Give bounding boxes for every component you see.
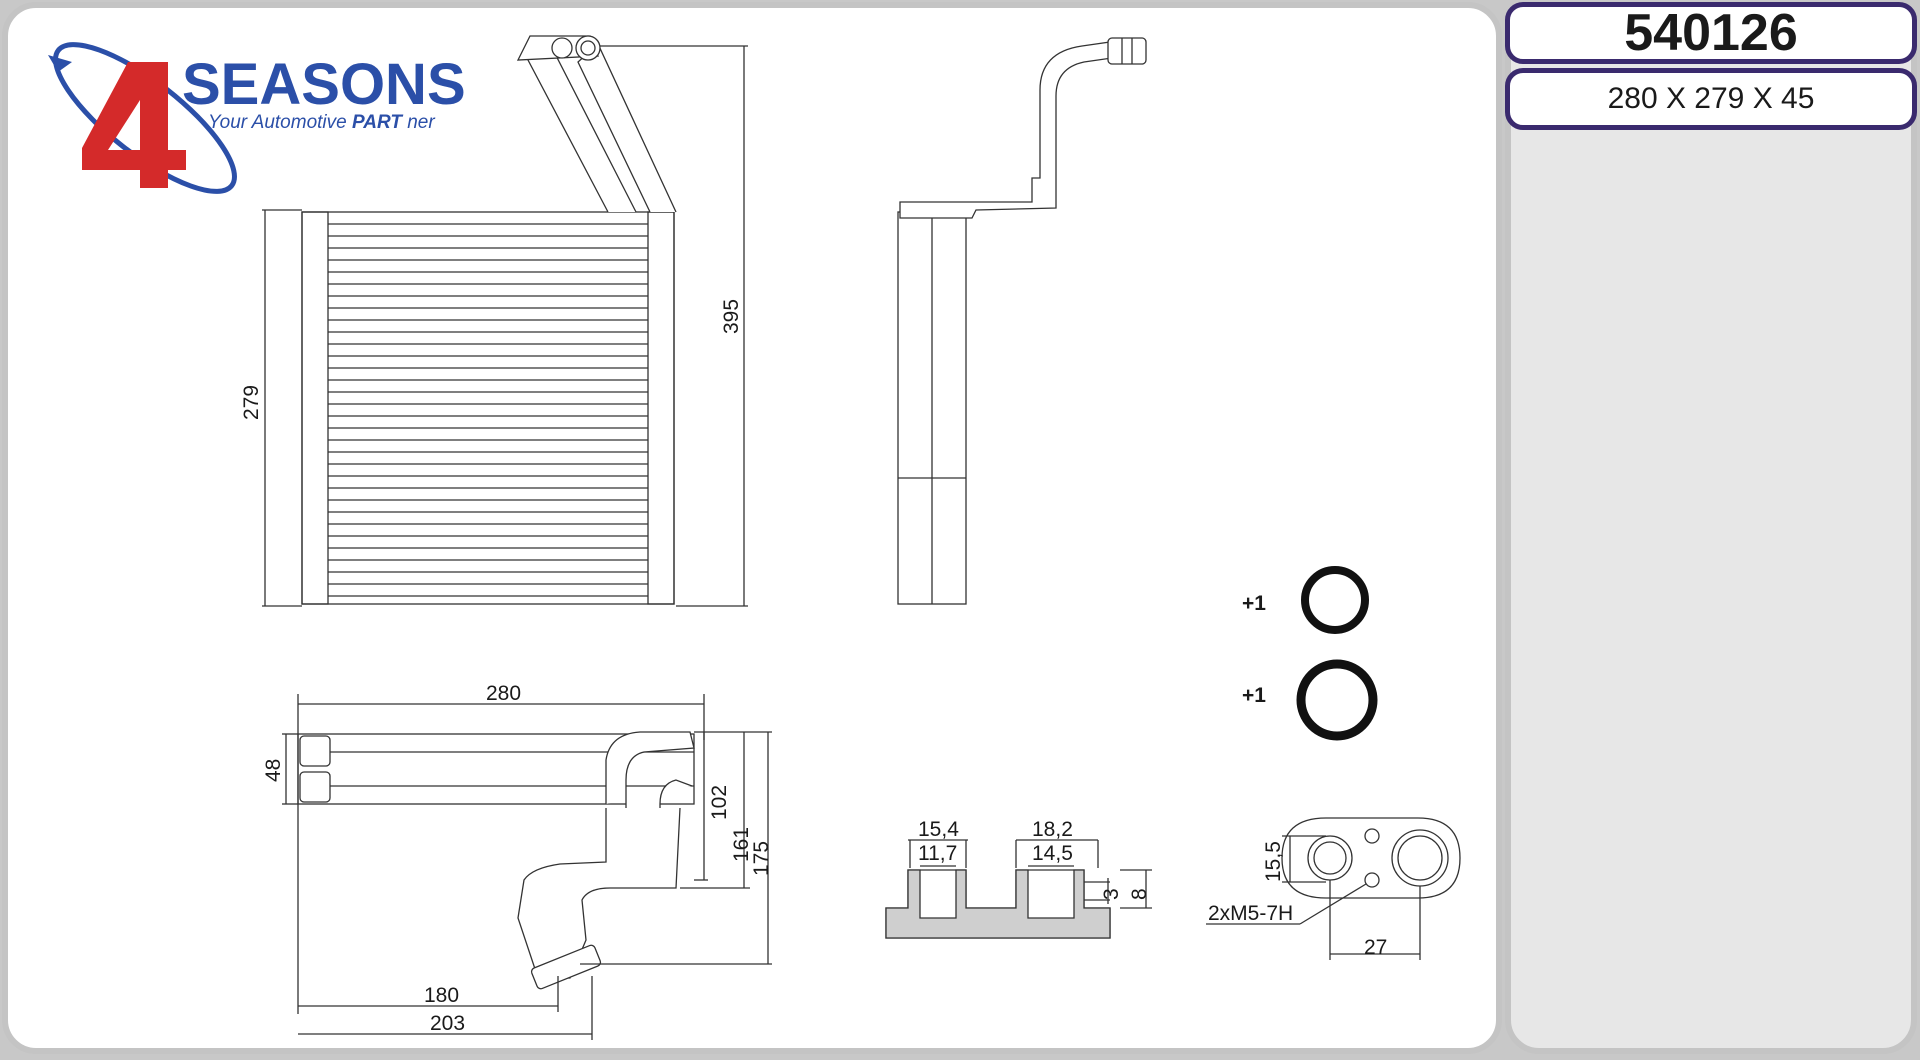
port-section — [885, 839, 1152, 939]
width-label: 280 — [486, 682, 521, 705]
port-depth-small-label: 3 — [1100, 888, 1123, 900]
port-right-outer-label: 18,2 — [1032, 818, 1073, 841]
port-depth-large-label: 8 — [1128, 888, 1151, 900]
thread-label: 2xM5-7H — [1208, 902, 1293, 925]
flange-view — [1206, 817, 1461, 960]
bottom-view — [282, 694, 772, 1040]
dim-102-label: 102 — [708, 785, 731, 820]
brand-logo: SEASONS Your Automotive PART ner — [48, 42, 466, 194]
part-dimensions: 280 X 279 X 45 — [1505, 68, 1917, 130]
dim-180-label: 180 — [424, 984, 459, 1007]
info-panel — [1505, 2, 1917, 1054]
port-left-inner-label: 11,7 — [918, 842, 957, 865]
side-view — [897, 37, 1147, 605]
o-ring-small-qty: +1 — [1242, 592, 1266, 615]
overall-height-label: 395 — [720, 299, 743, 334]
core-fins — [328, 223, 648, 597]
dim-175-label: 175 — [750, 841, 773, 876]
port-left-outer-label: 15,4 — [918, 818, 959, 841]
front-height-label: 279 — [240, 385, 263, 420]
dim-203-label: 203 — [430, 1012, 465, 1035]
drawing-panel — [2, 2, 1502, 1054]
depth-label: 48 — [262, 759, 285, 782]
front-view — [262, 35, 748, 607]
dim-161-label: 161 — [730, 827, 753, 862]
o-rings — [1296, 566, 1378, 741]
flange-spacing-label: 27 — [1364, 936, 1387, 959]
logo-brand: SEASONS — [182, 52, 466, 117]
logo-tagline: Your Automotive PART ner — [208, 112, 435, 133]
part-number: 540126 — [1505, 2, 1917, 64]
o-ring-large-qty: +1 — [1242, 684, 1266, 707]
port-right-inner-label: 14,5 — [1032, 842, 1073, 865]
flange-height-label: 15,5 — [1262, 841, 1285, 882]
